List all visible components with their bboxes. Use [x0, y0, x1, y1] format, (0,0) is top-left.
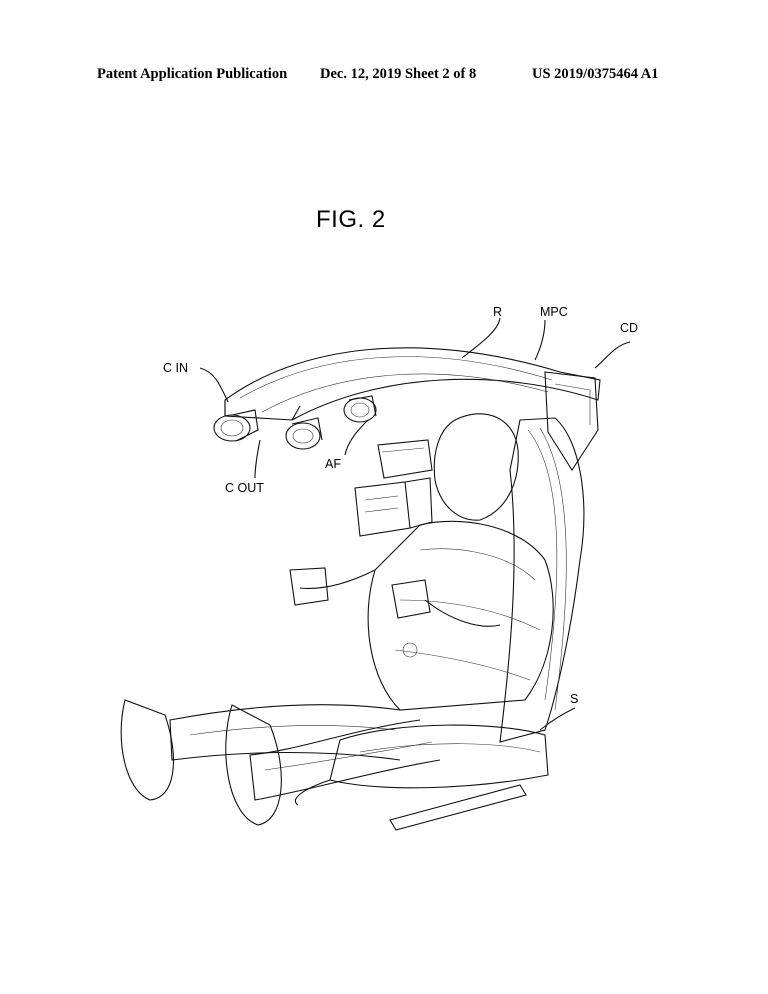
page-header: Patent Application Publication Dec. 12, …	[0, 66, 768, 86]
seat	[294, 417, 585, 831]
label-c-out: C OUT	[225, 481, 264, 495]
label-c-in: C IN	[163, 361, 188, 375]
publication-number: US 2019/0375464 A1	[532, 66, 659, 82]
arch-frame	[224, 347, 601, 421]
publication-type: Patent Application Publication	[97, 66, 288, 82]
mpc-console	[544, 371, 599, 472]
label-af: AF	[325, 457, 341, 471]
figure-title: FIG. 2	[316, 206, 386, 233]
control-unit	[354, 439, 433, 537]
leader-lines	[199, 317, 631, 731]
publication-date-sheet: Dec. 12, 2019 Sheet 2 of 8	[320, 66, 477, 82]
camera-units	[213, 395, 377, 450]
label-s: S	[570, 692, 578, 706]
label-r: R	[493, 305, 502, 319]
label-cd: CD	[620, 321, 638, 335]
label-mpc: MPC	[540, 305, 568, 319]
occupant-figure	[120, 413, 554, 826]
